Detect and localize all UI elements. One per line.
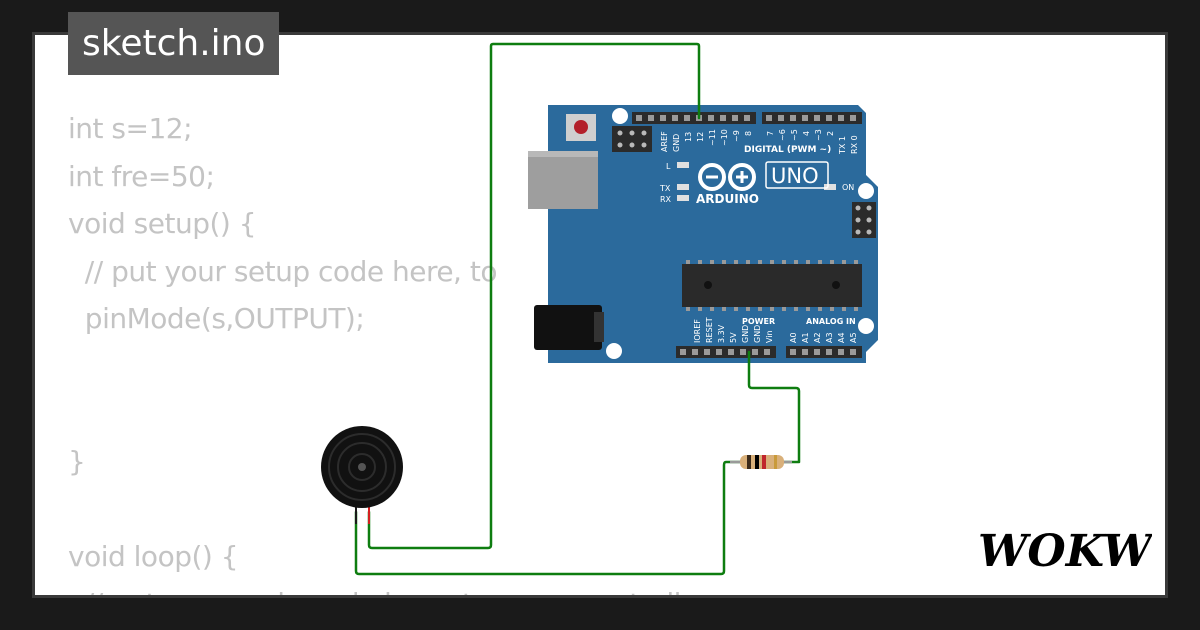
icsp-header bbox=[612, 126, 652, 152]
wokwi-logo: WOKWi bbox=[978, 526, 1152, 577]
board-model: UNO bbox=[771, 164, 819, 188]
wokwi-logo-text: WOKWi bbox=[978, 526, 1152, 577]
code-line: void setup() { bbox=[68, 207, 257, 240]
pin-label: 4 bbox=[802, 131, 811, 136]
sketch-filename: sketch.ino bbox=[68, 12, 280, 75]
led-l bbox=[677, 162, 689, 168]
mount-hole bbox=[612, 108, 628, 124]
pin-label: TX 1 bbox=[838, 136, 847, 155]
code-line: int s=12; bbox=[68, 112, 193, 145]
pin-label: ~6 bbox=[778, 129, 787, 141]
code-line: // put your main code here, to run repea… bbox=[68, 580, 705, 595]
pin-label: GND bbox=[753, 325, 762, 343]
pin-label: RX 0 bbox=[850, 135, 859, 154]
pin-label: 8 bbox=[744, 131, 753, 136]
wire-pin12-to-buzzer[interactable] bbox=[367, 42, 701, 550]
board-brand: ARDUINO bbox=[696, 192, 759, 206]
pin-label: A0 bbox=[789, 332, 798, 343]
analog-label: ANALOG IN bbox=[806, 317, 856, 326]
pin-label: 5V bbox=[729, 332, 738, 343]
pin-label: GND bbox=[741, 325, 750, 343]
pin-label: ~10 bbox=[720, 129, 729, 146]
pin-label: Vin bbox=[765, 330, 774, 343]
on-label: ON bbox=[842, 183, 854, 192]
code-line: void loop() { bbox=[68, 539, 239, 573]
usb-port bbox=[528, 151, 598, 209]
led-tx bbox=[677, 184, 689, 190]
code-editor: int s=12; int fre=50; void setup() { // pu… bbox=[68, 105, 704, 595]
code-line: // put your setup code here, to bbox=[68, 254, 498, 288]
digital-label: DIGITAL (PWM ~) bbox=[744, 145, 831, 155]
mount-hole bbox=[606, 343, 622, 359]
code-line: } bbox=[68, 444, 86, 478]
pin-label: A1 bbox=[801, 332, 810, 343]
piezo-buzzer[interactable] bbox=[321, 426, 403, 524]
led-l-label: L bbox=[666, 162, 671, 171]
pin-label: 3.3V bbox=[717, 324, 726, 343]
power-jack bbox=[534, 305, 602, 350]
pin-label: ~9 bbox=[732, 130, 741, 142]
digital-header-low bbox=[762, 112, 862, 124]
pin-label: ~3 bbox=[814, 129, 823, 141]
atmega-chip bbox=[682, 264, 862, 307]
pin-label: GND bbox=[672, 134, 681, 152]
pin-label: 7 bbox=[766, 131, 775, 136]
code-line: int fre=50; bbox=[68, 159, 215, 193]
led-rx-label: RX bbox=[660, 195, 672, 204]
pin-label: ~11 bbox=[708, 129, 717, 146]
power-label: POWER bbox=[742, 317, 775, 326]
pin-label: ~5 bbox=[790, 129, 799, 141]
pin-label: A4 bbox=[837, 332, 846, 343]
wire-resistor-to-buzzer[interactable] bbox=[354, 460, 742, 576]
pin-label: A5 bbox=[849, 332, 858, 343]
arduino-logo bbox=[698, 163, 756, 191]
pin-label: IOREF bbox=[693, 319, 702, 343]
led-on bbox=[824, 184, 836, 190]
mount-hole bbox=[858, 183, 874, 199]
pin-label: 13 bbox=[684, 132, 693, 142]
pin-label: 12 bbox=[696, 132, 705, 142]
code-line: pinMode(s,OUTPUT); bbox=[68, 302, 365, 335]
pin-label: RESET bbox=[705, 317, 714, 343]
wire-gnd-to-resistor[interactable] bbox=[747, 350, 801, 464]
arduino-uno-board[interactable]: AREF GND 13 12 ~11 ~10 ~9 8 7 ~6 ~5 4 ~3… bbox=[528, 105, 878, 363]
led-tx-label: TX bbox=[659, 184, 671, 193]
pin-label: A2 bbox=[813, 332, 822, 343]
resistor[interactable] bbox=[730, 455, 792, 469]
pin-label: A3 bbox=[825, 332, 834, 343]
pin-label: 2 bbox=[826, 131, 835, 136]
power-header bbox=[676, 346, 776, 358]
led-rx bbox=[677, 195, 689, 201]
mount-hole bbox=[858, 318, 874, 334]
pin-label: AREF bbox=[660, 131, 669, 152]
